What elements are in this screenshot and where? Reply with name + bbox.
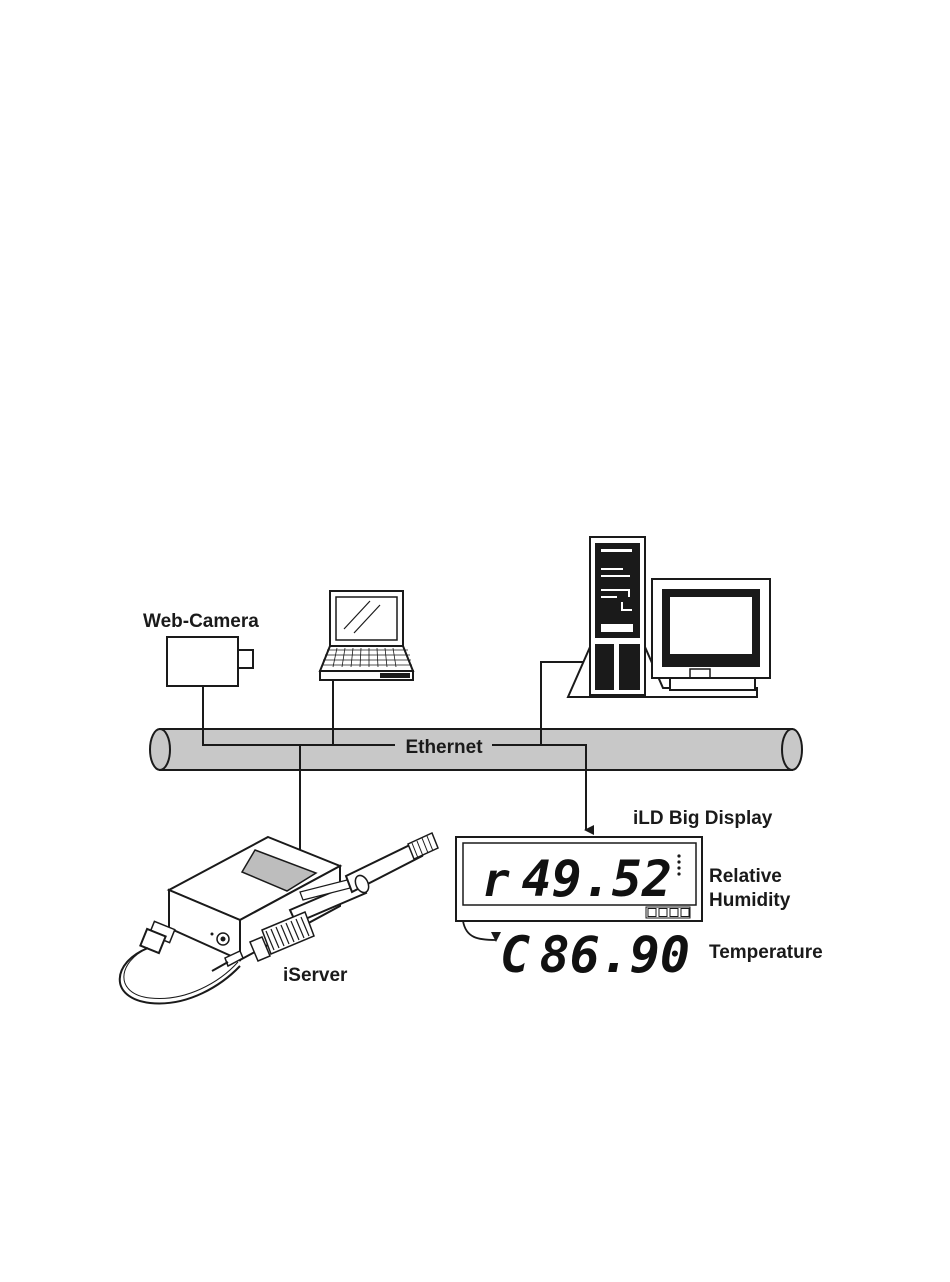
web-camera-icon bbox=[167, 637, 253, 686]
display-row2-prefix: C bbox=[500, 926, 530, 984]
laptop-icon bbox=[320, 591, 413, 680]
display-row1-value: 49.52 bbox=[521, 850, 672, 908]
humidity-label: Humidity bbox=[709, 890, 791, 911]
iserver-device-icon bbox=[120, 833, 438, 1003]
ild-big-display-label: iLD Big Display bbox=[633, 808, 773, 829]
display-toggle-arrow bbox=[463, 921, 496, 940]
ethernet-label: Ethernet bbox=[405, 737, 483, 758]
display-row2-value: 86.90 bbox=[539, 926, 690, 984]
display-keypad bbox=[646, 907, 690, 918]
temperature-label: Temperature bbox=[709, 942, 823, 963]
web-camera-label: Web-Camera bbox=[143, 611, 259, 632]
iserver-label: iServer bbox=[283, 965, 348, 986]
relative-label: Relative bbox=[709, 866, 782, 887]
display-row1-prefix: r bbox=[482, 853, 510, 907]
desktop-computer-icon bbox=[568, 537, 770, 697]
